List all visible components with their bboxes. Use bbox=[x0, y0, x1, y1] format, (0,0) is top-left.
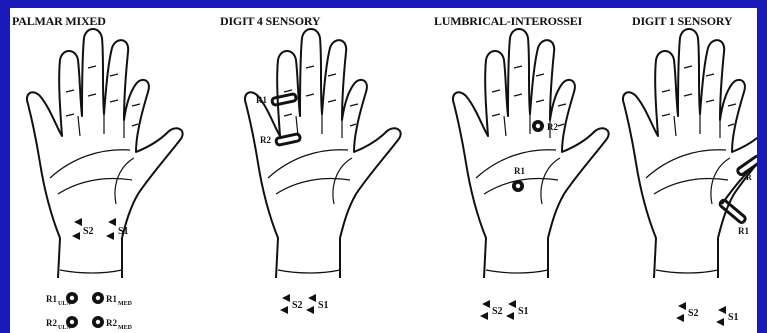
stim-arrow-s1b bbox=[716, 318, 724, 326]
hand-digit4-sensory: R1 R2 S2 S1 bbox=[245, 29, 401, 314]
label-r2-med: R2 bbox=[106, 318, 117, 328]
stim-arrow-s1b bbox=[106, 232, 114, 240]
stim-arrow-s2b bbox=[72, 232, 80, 240]
label-r1-uln-sub: ULN bbox=[58, 301, 71, 307]
stim-arrow-s1a bbox=[508, 300, 516, 308]
stim-arrow-s1a bbox=[108, 218, 116, 226]
stim-arrow-s2a bbox=[482, 300, 490, 308]
label-r1-med-sub: MED bbox=[118, 301, 133, 307]
label-s1: S1 bbox=[118, 226, 129, 237]
hand-palmar-mixed: S2 S1 R1 ULN R1 MED R2 ULN R2 bbox=[27, 29, 183, 331]
stim-arrow-s1b bbox=[506, 312, 514, 320]
label-s1: S1 bbox=[318, 300, 329, 311]
label-r1: R1 bbox=[738, 226, 749, 236]
stim-arrow-s2a bbox=[678, 302, 686, 310]
label-r1-med: R1 bbox=[106, 294, 117, 304]
label-s1: S1 bbox=[518, 306, 529, 317]
ring-electrode-r1 bbox=[272, 94, 297, 106]
label-r2: R2 bbox=[547, 122, 558, 132]
label-r2: R bbox=[746, 173, 752, 182]
hand-lumbrical-interossei: R2 R1 S2 S1 bbox=[453, 29, 609, 320]
label-r1: R1 bbox=[514, 166, 525, 176]
label-r2-uln: R2 bbox=[46, 318, 57, 328]
stim-arrow-s1a bbox=[308, 294, 316, 302]
stim-arrow-s1a bbox=[718, 306, 726, 314]
label-r2: R2 bbox=[260, 135, 271, 145]
stim-arrow-s2a bbox=[74, 218, 82, 226]
stim-arrow-s1b bbox=[306, 306, 314, 314]
label-r1-uln: R1 bbox=[46, 294, 57, 304]
label-r1: R1 bbox=[256, 95, 267, 105]
figure-sheet: PALMAR MIXED DIGIT 4 SENSORY LUMBRICAL-I… bbox=[10, 8, 757, 333]
stim-arrow-s2b bbox=[676, 314, 684, 322]
label-r2-med-sub: MED bbox=[118, 325, 133, 331]
stim-arrow-s2b bbox=[280, 306, 288, 314]
label-r2-uln-sub: ULN bbox=[58, 325, 71, 331]
stim-arrow-s2a bbox=[282, 294, 290, 302]
label-s2: S2 bbox=[688, 308, 699, 319]
stim-arrow-s2b bbox=[480, 312, 488, 320]
hand-diagrams: S2 S1 R1 ULN R1 MED R2 ULN R2 bbox=[10, 8, 757, 333]
label-s1: S1 bbox=[728, 312, 739, 323]
label-s2: S2 bbox=[492, 306, 503, 317]
label-s2: S2 bbox=[292, 300, 303, 311]
label-s2: S2 bbox=[83, 226, 94, 237]
hand-digit1-sensory: R R1 S2 S1 bbox=[623, 29, 757, 326]
